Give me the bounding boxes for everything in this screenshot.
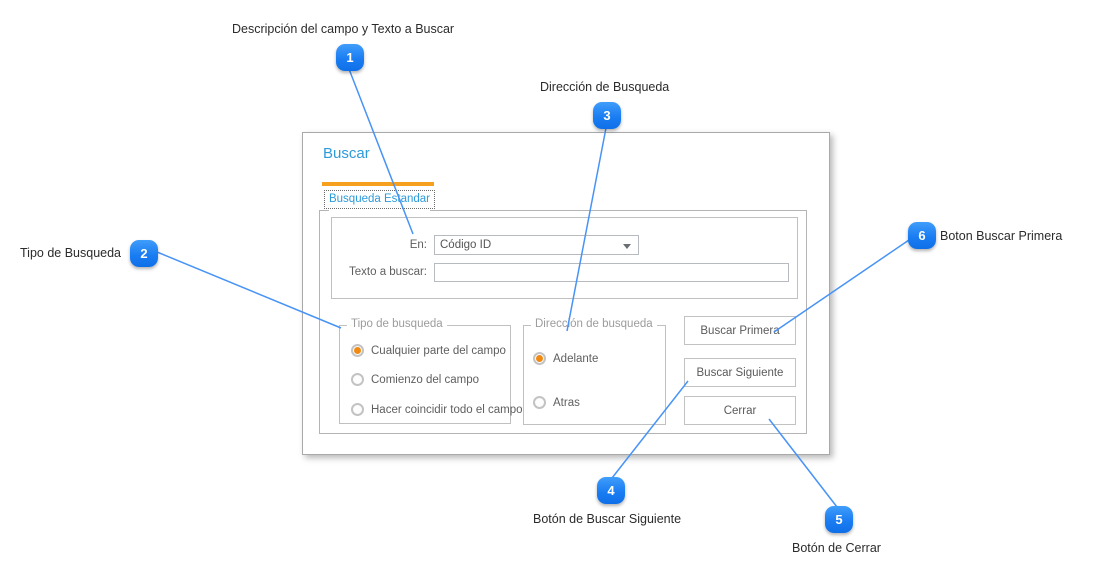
chevron-down-icon bbox=[623, 244, 631, 249]
radio-icon bbox=[351, 344, 364, 357]
callout-label-3: Dirección de Busqueda bbox=[540, 80, 670, 94]
callout-badge-3[interactable]: 3 bbox=[593, 102, 621, 129]
buscar-primera-button[interactable]: Buscar Primera bbox=[684, 316, 796, 345]
callout-label-5: Botón de Cerrar bbox=[792, 541, 881, 555]
tab-content-panel: En: Código ID Texto a buscar: Tipo de bu… bbox=[319, 210, 807, 434]
search-fields-group: En: Código ID Texto a buscar: bbox=[331, 217, 798, 299]
cerrar-button[interactable]: Cerrar bbox=[684, 396, 796, 425]
radio-icon bbox=[351, 403, 364, 416]
radio-option-match-whole-field[interactable]: Hacer coincidir todo el campo bbox=[351, 403, 523, 416]
dialog-title: Buscar bbox=[323, 145, 370, 162]
dropdown-selected-value: Código ID bbox=[440, 239, 492, 251]
callout-badge-4[interactable]: 4 bbox=[597, 477, 625, 504]
search-type-caption: Tipo de busqueda bbox=[347, 318, 447, 330]
en-label: En: bbox=[409, 239, 427, 251]
callout-label-2: Tipo de Busqueda bbox=[20, 246, 122, 260]
search-text-input[interactable] bbox=[434, 263, 789, 282]
buscar-siguiente-button[interactable]: Buscar Siguiente bbox=[684, 358, 796, 387]
search-direction-group: Dirección de busqueda Adelante Atras bbox=[523, 318, 666, 425]
radio-label: Cualquier parte del campo bbox=[371, 344, 506, 357]
radio-label: Comienzo del campo bbox=[371, 373, 480, 386]
callout-badge-1[interactable]: 1 bbox=[336, 44, 364, 71]
radio-option-forward[interactable]: Adelante bbox=[533, 352, 598, 365]
radio-icon bbox=[351, 373, 364, 386]
search-type-group: Tipo de busqueda Cualquier parte del cam… bbox=[339, 318, 523, 424]
radio-label: Atras bbox=[553, 396, 580, 409]
radio-label: Adelante bbox=[553, 352, 599, 365]
radio-icon bbox=[533, 396, 546, 409]
callout-badge-6[interactable]: 6 bbox=[908, 222, 936, 249]
search-direction-caption: Dirección de busqueda bbox=[531, 318, 657, 330]
radio-option-backward[interactable]: Atras bbox=[533, 396, 580, 409]
callout-label-4: Botón de Buscar Siguiente bbox=[533, 512, 682, 526]
radio-icon bbox=[533, 352, 546, 365]
callout-badge-2[interactable]: 2 bbox=[130, 240, 158, 267]
callout-label-6: Boton Buscar Primera bbox=[940, 229, 1063, 243]
search-field-dropdown[interactable]: Código ID bbox=[434, 235, 639, 255]
callout-label-1: Descripción del campo y Texto a Buscar bbox=[232, 22, 455, 36]
radio-option-start-of-field[interactable]: Comienzo del campo bbox=[351, 373, 479, 386]
tab-accent-bar bbox=[322, 182, 434, 186]
radio-option-any-part[interactable]: Cualquier parte del campo bbox=[351, 344, 506, 357]
callout-badge-5[interactable]: 5 bbox=[825, 506, 853, 533]
texto-label: Texto a buscar: bbox=[349, 266, 427, 278]
tab-busqueda-estandar[interactable]: Busqueda Estandar bbox=[323, 188, 436, 211]
tab-label: Busqueda Estandar bbox=[323, 190, 436, 209]
radio-label: Hacer coincidir todo el campo bbox=[371, 403, 523, 416]
search-dialog: Buscar Busqueda Estandar En: Código ID T… bbox=[302, 132, 830, 455]
